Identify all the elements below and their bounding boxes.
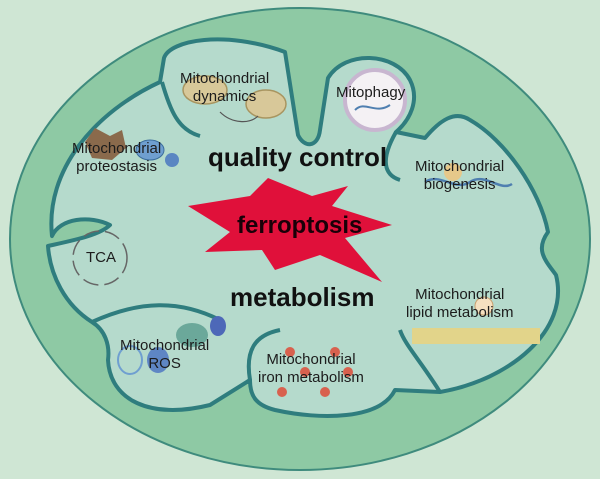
- iron-icon: [300, 367, 310, 377]
- ferroptosis-burst: [188, 178, 392, 282]
- crista-fold: [398, 329, 442, 394]
- lipid-droplet-icon: [474, 296, 494, 316]
- ros-complex-icon: [176, 323, 208, 347]
- iron-icon: [277, 387, 287, 397]
- dna-icon: [424, 177, 513, 188]
- mito-fragment-icon: [182, 75, 228, 105]
- metabolism-heading: metabolism: [230, 282, 375, 312]
- ros-complex-icon: [147, 347, 169, 373]
- autophagosome-icon: [343, 68, 407, 132]
- iron-icon: [330, 347, 340, 357]
- protein-icon: [135, 139, 165, 161]
- iron-icon: [285, 347, 295, 357]
- crista-fold: [160, 81, 201, 138]
- proteostasis-label: Mitochondrial proteostasis: [72, 140, 162, 175]
- crista-fold: [246, 328, 281, 381]
- lipid-label: Mitochondrial lipid metabolism: [406, 286, 514, 321]
- tca-cycle-icon: [72, 230, 128, 286]
- protein-icon: [165, 153, 179, 167]
- crista-fold: [91, 303, 221, 324]
- damaged-mito-icon: [354, 104, 391, 111]
- protease-icon: [85, 128, 126, 160]
- iron-label: Mitochondrial iron metabolism: [258, 351, 364, 386]
- ros-complex-icon: [117, 345, 143, 375]
- ros-label: Mitochondrial ROS: [120, 337, 210, 372]
- ros-complex-icon: [210, 316, 226, 336]
- quality-control-heading: quality control: [208, 142, 388, 172]
- crista-fold: [383, 131, 401, 182]
- iron-icon: [320, 387, 330, 397]
- ferroptosis-label: ferroptosis: [237, 212, 363, 239]
- pgc1a-icon: [444, 163, 462, 181]
- biogenesis-label: Mitochondrial biogenesis: [415, 158, 505, 193]
- arrow-icon: [219, 111, 259, 123]
- mito-fragment-icon: [245, 89, 287, 119]
- mitophagy-label: Mitophagy: [336, 84, 406, 101]
- lipid-bilayer-icon: [412, 328, 540, 344]
- tca-label: TCA: [86, 249, 116, 266]
- iron-icon: [343, 367, 353, 377]
- dynamics-label: Mitochondrial dynamics: [180, 70, 270, 105]
